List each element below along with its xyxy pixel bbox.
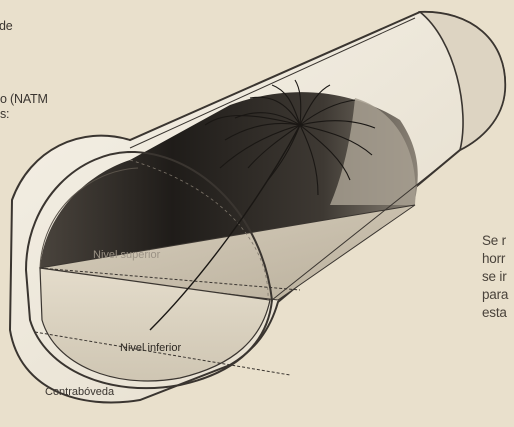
right-text-line-4: para xyxy=(482,287,508,304)
right-text-line-3: se ir xyxy=(482,269,507,286)
left-text-line-2: o (NATM xyxy=(0,92,48,107)
left-text-line-3: s: xyxy=(0,107,9,122)
label-upper-level: Nivel superior xyxy=(93,249,161,261)
label-invert: Contrabóveda xyxy=(45,386,115,398)
label-lower-level: Nivel inferior xyxy=(120,342,181,354)
right-text-line-2: horr xyxy=(482,251,505,268)
left-text-line-1: de xyxy=(0,19,13,34)
right-text-line-5: esta xyxy=(482,305,507,322)
right-text-line-1: Se r xyxy=(482,233,506,250)
